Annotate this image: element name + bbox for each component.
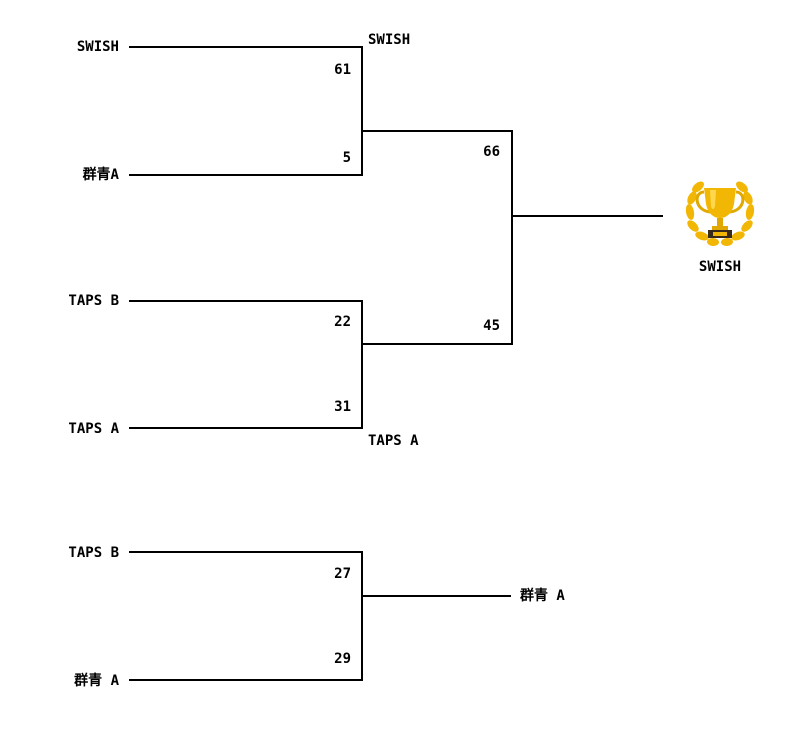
semi2-winner-label: TAPS A xyxy=(368,433,419,449)
match2-connector xyxy=(361,551,363,681)
match2-score-bottom: 29 xyxy=(334,651,351,667)
match2-score-top: 27 xyxy=(334,566,351,582)
match2-bottom-line xyxy=(129,679,363,681)
final-connector xyxy=(511,130,513,345)
semi1-score-bottom: 5 xyxy=(342,150,351,166)
semi2-team-top: TAPS B xyxy=(68,293,119,309)
champion-label: SWISH xyxy=(698,259,742,275)
match2-team-top: TAPS B xyxy=(68,545,119,561)
match2-top-line xyxy=(129,551,363,553)
match2-winner-label: 群青 A xyxy=(520,588,565,604)
semi1-winner-label: SWISH xyxy=(368,32,411,48)
semi2-team-bottom: TAPS A xyxy=(68,421,119,437)
semi2-top-line xyxy=(129,300,363,302)
semi2-output-line xyxy=(361,343,513,345)
semi2-score-top: 22 xyxy=(334,314,351,330)
final-score-top: 66 xyxy=(483,144,500,160)
semi1-top-line xyxy=(129,46,363,48)
semi2-bottom-line xyxy=(129,427,363,429)
semi1-team-bottom: 群青A xyxy=(82,167,119,183)
semi2-score-bottom: 31 xyxy=(334,399,351,415)
semi1-output-line xyxy=(361,130,513,132)
semi2-connector xyxy=(361,300,363,429)
semi1-team-top: SWISH xyxy=(76,39,119,55)
trophy-icon xyxy=(680,176,760,248)
semi1-connector xyxy=(361,46,363,176)
match2-output-line xyxy=(361,595,511,597)
semi1-score-top: 61 xyxy=(334,62,351,78)
final-output-line xyxy=(511,215,663,217)
semi1-bottom-line xyxy=(129,174,363,176)
match2-team-bottom: 群青 A xyxy=(74,673,119,689)
final-score-bottom: 45 xyxy=(483,318,500,334)
